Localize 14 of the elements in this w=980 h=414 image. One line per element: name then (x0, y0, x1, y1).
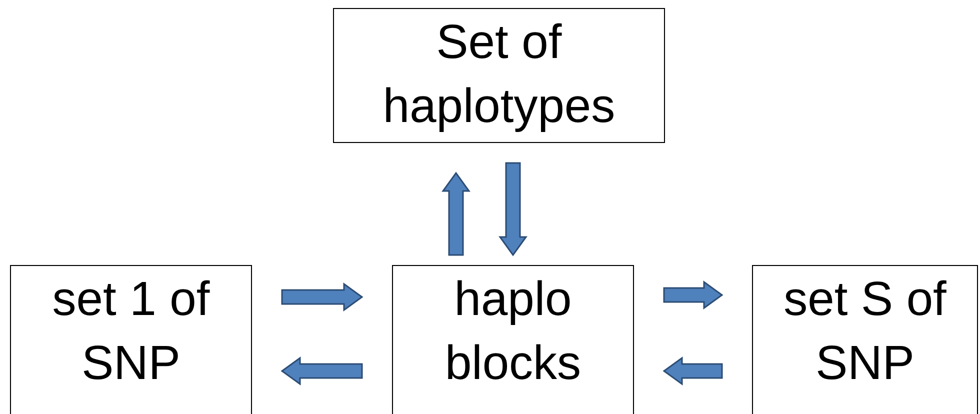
box-label: Set of haplotypes (382, 15, 616, 135)
box-label: set S of SNP (782, 272, 948, 392)
box-label: haplo blocks (444, 272, 582, 392)
block-arrow (663, 280, 724, 310)
text-box (392, 265, 634, 414)
block-arrow (442, 172, 470, 256)
text-box (10, 265, 252, 414)
text-box (752, 265, 978, 414)
text-box (333, 8, 665, 143)
block-arrow (662, 356, 723, 386)
box-label: set 1 of SNP (51, 272, 211, 392)
block-arrow (281, 282, 364, 312)
block-arrow (498, 162, 528, 256)
block-arrow (280, 356, 363, 386)
